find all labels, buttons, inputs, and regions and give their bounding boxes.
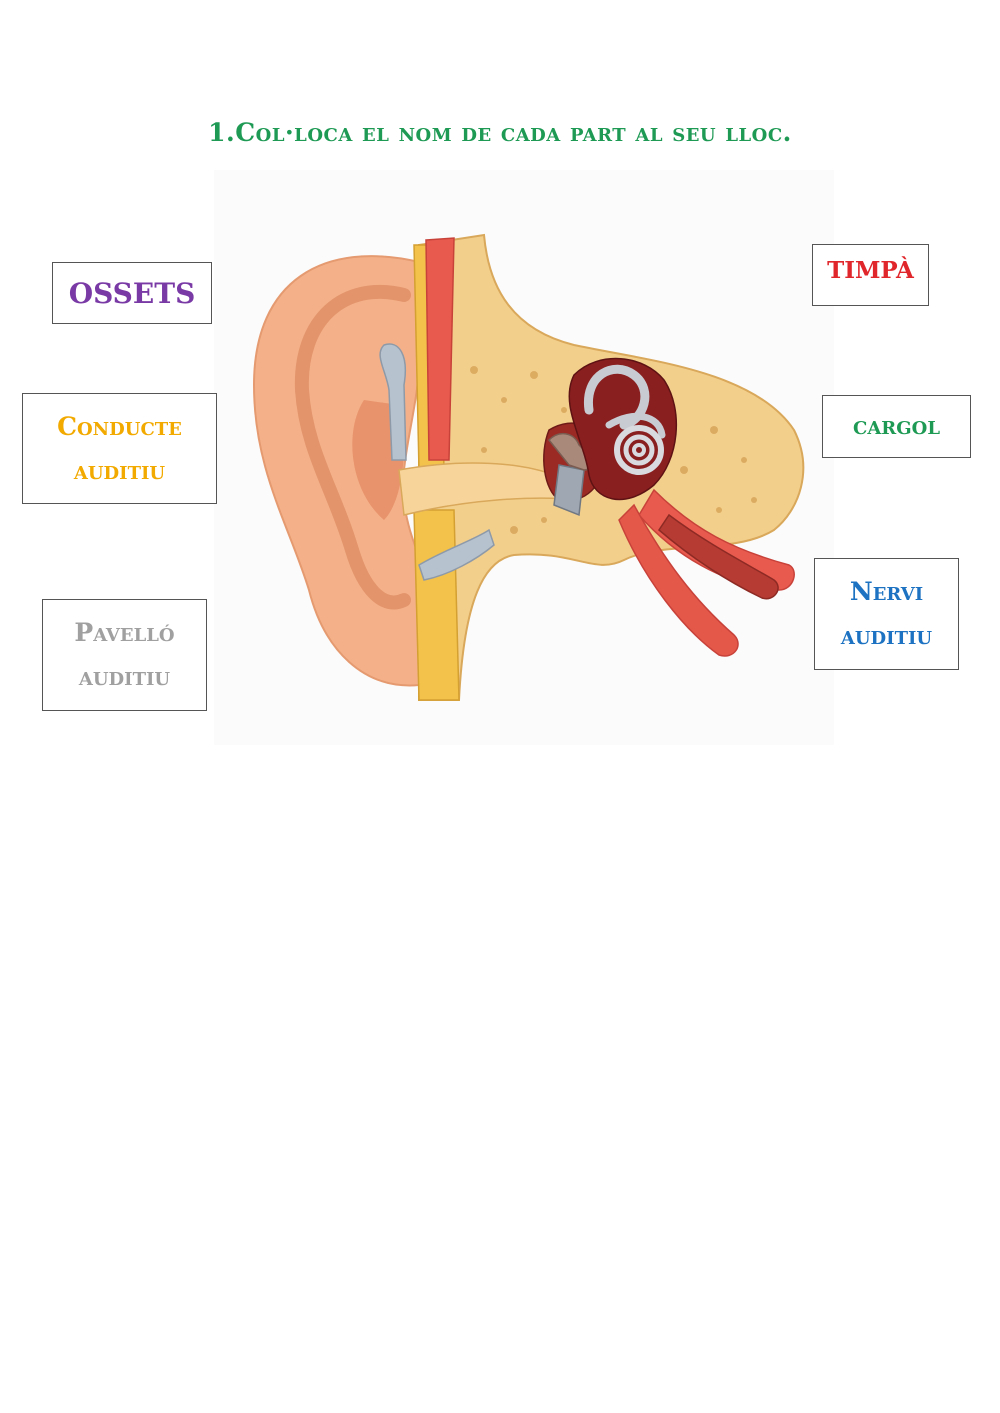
cartilage-lower <box>418 528 495 581</box>
label-timpa-text: TIMPÀ <box>827 257 914 284</box>
pinna-inner-fold <box>294 284 411 610</box>
label-nervi-auditiu[interactable]: Nervi auditiu <box>814 558 959 670</box>
label-pavello-line2: auditiu <box>78 662 171 691</box>
label-nervi-line1: Nervi <box>849 577 924 607</box>
cochlea-spiral <box>614 425 664 475</box>
tissue-strip-lower <box>413 509 460 701</box>
label-cargol[interactable]: cargol <box>822 395 971 458</box>
label-cargol-text: cargol <box>853 410 940 441</box>
ear-anatomy-illustration <box>214 170 834 745</box>
eardrum-shape <box>553 464 585 517</box>
auditory-nerve <box>638 488 795 591</box>
label-conducte-auditiu[interactable]: Conducte auditiu <box>22 393 217 504</box>
label-ossets-text: OSSETS <box>68 276 196 310</box>
label-timpa[interactable]: TIMPÀ <box>812 244 929 306</box>
worksheet-title: 1.Col·loca el nom de cada part al seu ll… <box>208 118 792 147</box>
label-ossets[interactable]: OSSETS <box>52 262 212 324</box>
ear-anatomy-drawing <box>252 233 805 701</box>
muscle-band <box>425 237 455 461</box>
label-conducte-line1: Conducte <box>57 411 182 441</box>
cartilage-upper <box>379 343 407 461</box>
label-conducte-line2: auditiu <box>73 455 166 485</box>
label-pavello-auditiu[interactable]: Pavelló auditiu <box>42 599 207 711</box>
bone-texture <box>470 366 757 534</box>
label-pavello-line1: Pavelló <box>74 618 175 648</box>
label-nervi-line2: auditiu <box>840 621 933 650</box>
